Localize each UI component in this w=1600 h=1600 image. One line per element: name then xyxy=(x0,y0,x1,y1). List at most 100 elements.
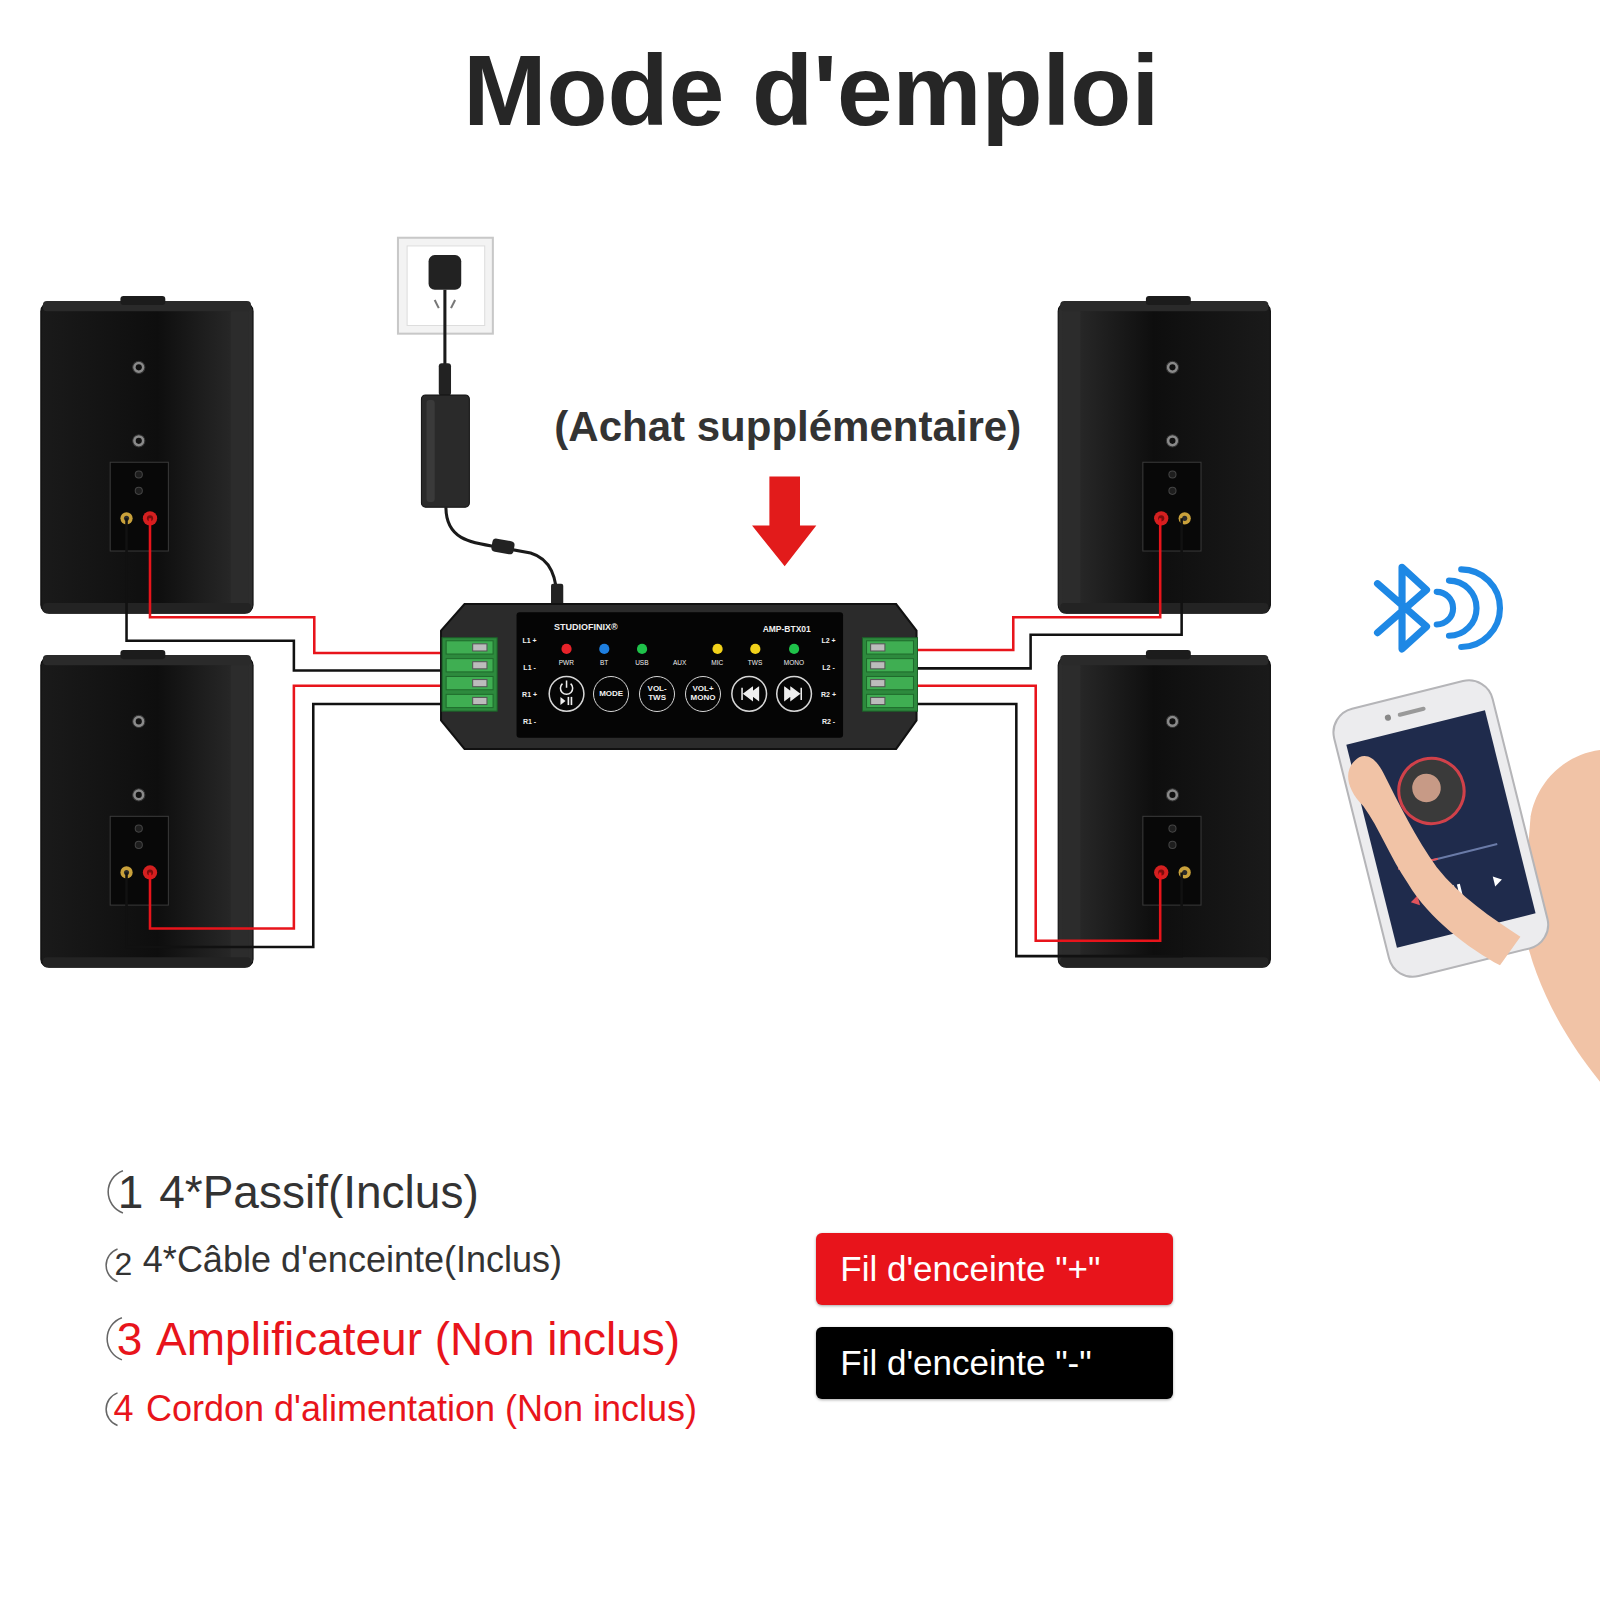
mounting-hole xyxy=(133,789,145,801)
mounting-hole-inner xyxy=(136,718,142,724)
phone-camera xyxy=(1384,714,1391,721)
terminal-block xyxy=(442,638,497,711)
power-adapter xyxy=(421,395,469,507)
status-led xyxy=(599,644,609,654)
control-panel xyxy=(516,612,843,738)
bluetooth-wave xyxy=(1449,581,1477,636)
plate-screw xyxy=(1169,487,1176,494)
speaker-cabinet xyxy=(41,657,253,967)
previous-icon xyxy=(742,688,758,700)
indicator-name: BT xyxy=(600,660,608,667)
mounting-hole-inner xyxy=(1169,792,1175,798)
indicator-name: AUX xyxy=(673,660,686,667)
terminal-name: R2 + xyxy=(821,691,836,699)
terminal-name: R2 - xyxy=(822,719,835,727)
legend-text: Fil d'enceinte "-" xyxy=(840,1343,1091,1383)
speaker-wire xyxy=(127,704,470,947)
legend-swatch: Fil d'enceinte "-" xyxy=(816,1327,1173,1399)
mounting-hole xyxy=(133,361,145,373)
bluetooth-wave xyxy=(1461,569,1500,647)
ferrite-bead xyxy=(491,538,515,555)
status-led xyxy=(789,644,799,654)
icon-button xyxy=(549,677,584,712)
power-cord xyxy=(443,290,446,368)
terminal-screw xyxy=(472,680,486,687)
status-led xyxy=(712,644,722,654)
plate-screw xyxy=(135,471,142,478)
icon-button xyxy=(732,677,767,712)
plate-screw xyxy=(1169,825,1176,832)
speaker-wire xyxy=(150,686,469,929)
indicator-name: USB xyxy=(635,660,648,667)
plate-screw xyxy=(135,841,142,848)
plate-screw xyxy=(1169,841,1176,848)
indicator-name: MIC xyxy=(711,660,723,667)
next-control xyxy=(1493,875,1503,887)
terminal-slot xyxy=(446,677,493,690)
status-led xyxy=(750,644,760,654)
terminal-slot xyxy=(866,677,913,690)
pause-icon xyxy=(567,697,569,705)
amplifier-body xyxy=(441,604,916,749)
terminal-name: L2 + xyxy=(821,637,835,645)
bluetooth-wave xyxy=(1437,592,1453,625)
button-label: MODE xyxy=(596,690,626,698)
item-note: Amplificateur (Non inclus) xyxy=(156,1313,680,1364)
dc-plug xyxy=(551,584,563,606)
legend-text: Fil d'enceinte "+" xyxy=(840,1249,1100,1289)
mounting-hole-inner xyxy=(136,364,142,370)
mounting-hole xyxy=(133,715,145,727)
pointer-arrow xyxy=(752,477,816,567)
terminal-name: R1 + xyxy=(522,691,537,699)
terminal-slot xyxy=(866,659,913,672)
indicator-name: PWR xyxy=(559,660,574,667)
plate-screw xyxy=(135,487,142,494)
speaker-cabinet xyxy=(1058,657,1270,967)
album-face xyxy=(1409,771,1444,806)
terminal-plate xyxy=(1143,816,1201,905)
terminal-slot xyxy=(446,659,493,672)
status-led xyxy=(637,644,647,654)
speaker-bottom-cap xyxy=(1060,957,1268,967)
terminal-screw xyxy=(472,697,486,704)
mounting-hole xyxy=(1166,715,1178,727)
callout-number: 4 xyxy=(113,1389,133,1429)
mounting-hole xyxy=(1166,361,1178,373)
callout-number: 1 xyxy=(118,1167,144,1218)
terminal-screw xyxy=(870,644,884,651)
item-note: 4*Câble d'enceinte(Inclus) xyxy=(143,1240,562,1280)
mounting-hole-inner xyxy=(136,438,142,444)
mounting-hole-inner xyxy=(1169,364,1175,370)
mounting-hole-inner xyxy=(1169,438,1175,444)
terminal-screw xyxy=(870,662,884,669)
button-label: VOL+ MONO xyxy=(688,685,718,702)
terminal-name: R1 - xyxy=(523,719,536,727)
terminal-slot xyxy=(866,694,913,707)
hand-fingers xyxy=(1348,756,1520,965)
mounting-hole xyxy=(1166,789,1178,801)
play-icon xyxy=(560,697,565,705)
speaker-wire xyxy=(127,518,470,670)
speaker-bottom-cap xyxy=(1060,603,1268,613)
speaker-cabinet xyxy=(41,303,253,613)
plate-screw xyxy=(135,825,142,832)
callout-number: 2 xyxy=(115,1248,133,1283)
button-label: VOL- TWS xyxy=(642,685,672,702)
status-led xyxy=(561,644,571,654)
terminal-screw xyxy=(472,644,486,651)
indicator-name: TWS xyxy=(748,660,762,667)
speaker-wire xyxy=(888,704,1182,956)
next-icon xyxy=(785,688,801,700)
speaker-top-nub xyxy=(1146,650,1191,659)
passive-speaker xyxy=(41,650,253,967)
terminal-slot xyxy=(446,641,493,654)
wall-plug xyxy=(429,255,462,290)
amplifier-unit: STUDIOFINIX®AMP-BTX01L1 +L1 -R1 +R1 -L2 … xyxy=(439,602,919,752)
speaker-wire xyxy=(888,518,1160,650)
terminal-name: L1 + xyxy=(522,637,536,645)
terminal-plate xyxy=(1143,462,1201,551)
speaker-cabinet xyxy=(1058,303,1270,613)
terminal-name: L1 - xyxy=(523,665,535,673)
speaker-wire xyxy=(888,518,1182,668)
terminal-name: L2 - xyxy=(822,665,834,673)
